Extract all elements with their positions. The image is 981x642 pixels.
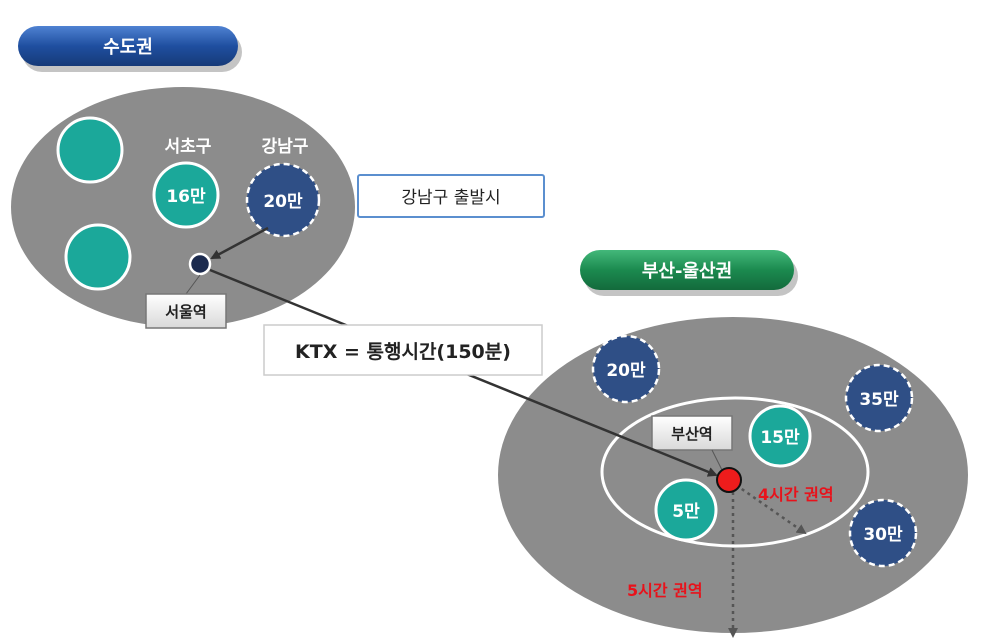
district-label-gangnam: 강남구	[262, 137, 309, 157]
capital-title-pill: 수도권	[18, 26, 242, 72]
four-hour-reach-arrow	[735, 483, 807, 535]
seoul-station-tag: 서울역	[145, 293, 227, 329]
busan-ulsan-title-pill: 부산-울산권	[580, 250, 798, 296]
busan-ulsan-title: 부산-울산권	[642, 261, 732, 282]
busan-station-tag: 부산역	[651, 415, 733, 451]
outer-city-value: 20만	[606, 361, 646, 381]
four-hour-zone-label: 4시간 권역	[758, 485, 834, 504]
outer-city-circle	[844, 363, 914, 433]
district-label-seocho: 서초구	[165, 137, 212, 157]
four-hour-zone-ellipse	[600, 396, 870, 548]
district-circle-gangnam	[245, 162, 321, 238]
district-circle-seocho	[152, 161, 220, 229]
inner-city-circle	[748, 404, 812, 468]
ktx-travel-time-box: KTX = 통행시간(150분)	[263, 324, 543, 376]
outer-city-value: 30만	[863, 525, 903, 545]
busan-station-label: 부산역	[671, 425, 712, 443]
capital-region: 수도권 서초구 16만 강남구 20만 강남구 출발시 서울역	[11, 26, 545, 329]
seoul-station-dot	[188, 252, 212, 276]
ktx-travel-time-label: KTX = 통행시간(150분)	[295, 341, 511, 363]
city-circle	[64, 223, 132, 291]
busan-station-dot	[716, 467, 742, 493]
city-circle	[56, 116, 124, 184]
district-value-gangnam: 20만	[263, 192, 303, 212]
district-value-seocho: 16만	[166, 187, 206, 207]
outer-city-circle	[591, 334, 661, 404]
seoul-station-leader	[185, 274, 201, 295]
inner-city-value: 15만	[760, 428, 800, 448]
inner-city-circle	[654, 478, 718, 542]
gangnam-to-station-arrow	[210, 226, 269, 260]
outer-city-circle	[848, 498, 918, 568]
callout-text: 강남구 출발시	[401, 188, 500, 208]
outer-city-value: 35만	[859, 390, 899, 410]
busan-ulsan-region: 부산-울산권 20만 35만 30만 15만 5만 부산역 4시간 권역 5시간…	[498, 250, 968, 638]
busan-station-leader	[711, 449, 723, 471]
inner-city-value: 5만	[672, 502, 700, 522]
five-hour-zone-label: 5시간 권역	[627, 581, 703, 600]
capital-title: 수도권	[103, 37, 153, 58]
seoul-station-label: 서울역	[165, 303, 206, 321]
gangnam-departure-callout: 강남구 출발시	[357, 174, 545, 218]
